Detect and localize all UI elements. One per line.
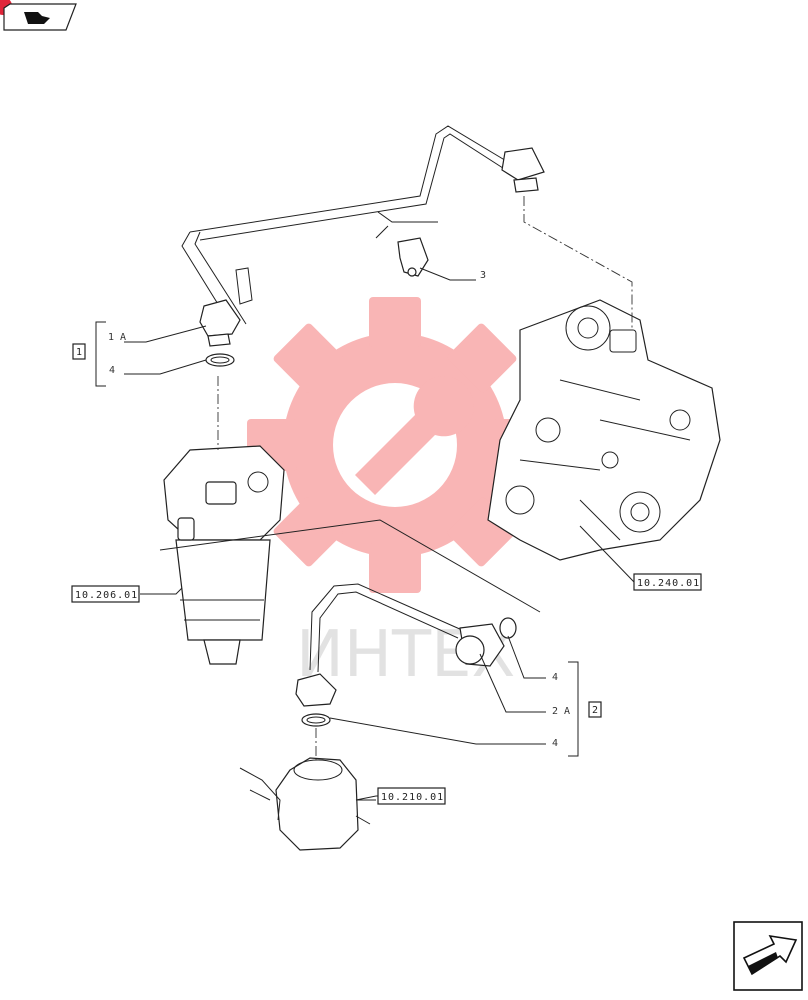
group-label-2[interactable]: 2 bbox=[588, 701, 602, 718]
callout-3: 3 bbox=[480, 270, 486, 281]
callout-2a: 2 A bbox=[552, 706, 570, 717]
o-ring-upper bbox=[205, 353, 235, 367]
group-label-1[interactable]: 1 bbox=[72, 343, 86, 360]
watermark-logo bbox=[247, 297, 543, 593]
leader-lines bbox=[124, 267, 635, 801]
pipe-clip bbox=[397, 237, 429, 277]
callout-4-bottom: 4 bbox=[552, 738, 558, 749]
callout-1a: 1 A bbox=[108, 332, 126, 343]
svg-text:10.206.01: 10.206.01 bbox=[75, 590, 138, 601]
o-ring-lower bbox=[301, 713, 331, 727]
fuel-pipe-upper bbox=[181, 125, 545, 347]
fuel-pipe-lower bbox=[295, 583, 517, 707]
callout-4-top: 4 bbox=[109, 365, 115, 376]
top-nav[interactable] bbox=[0, 0, 77, 31]
callout-4-right: 4 bbox=[552, 672, 558, 683]
ref-injection-pump[interactable]: 10.240.01 bbox=[633, 573, 702, 591]
fuel-filter bbox=[159, 445, 541, 665]
injection-pump bbox=[487, 299, 721, 561]
svg-text:2: 2 bbox=[592, 705, 599, 716]
feed-pump bbox=[239, 757, 376, 851]
svg-text:1: 1 bbox=[76, 347, 83, 358]
bracket-group-1 bbox=[95, 321, 106, 387]
ref-feed-pump[interactable]: 10.210.01 bbox=[377, 787, 446, 805]
bracket-group-2 bbox=[568, 661, 579, 757]
next-page-button[interactable] bbox=[733, 921, 803, 991]
ref-fuel-filter[interactable]: 10.206.01 bbox=[71, 585, 140, 603]
svg-text:10.210.01: 10.210.01 bbox=[381, 792, 444, 803]
svg-text:10.240.01: 10.240.01 bbox=[637, 578, 700, 589]
